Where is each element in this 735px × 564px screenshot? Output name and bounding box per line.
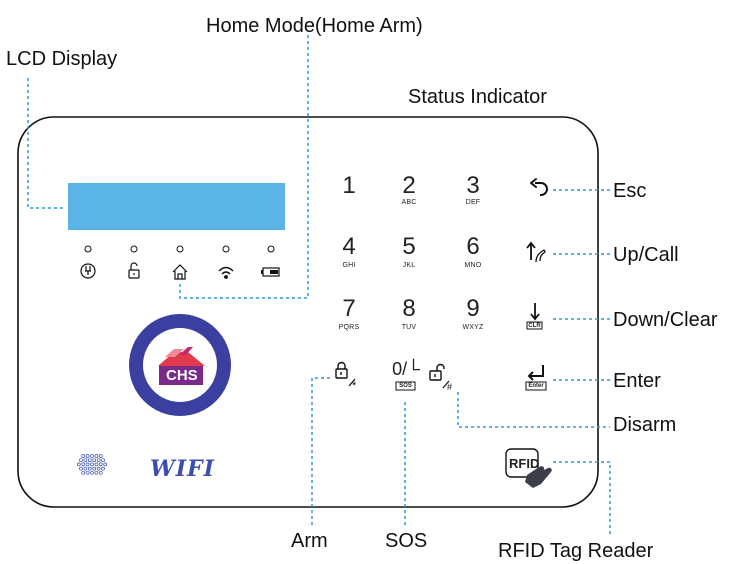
- enter-key-label: Enter: [528, 383, 544, 389]
- key-2-letters: ABC: [401, 199, 417, 206]
- key-8-number: 8: [402, 295, 416, 322]
- rfid-label: RFID: [509, 456, 540, 471]
- grille-hole: [98, 470, 103, 475]
- key-2-number: 2: [402, 172, 416, 199]
- status-leds: [84, 245, 275, 253]
- key-9-number: 9: [466, 295, 480, 322]
- clr-key-box: [526, 321, 543, 330]
- led-arm: [130, 245, 138, 253]
- key-1-number: 1: [342, 172, 356, 199]
- line-home-mode: [179, 35, 309, 299]
- grille-hole: [101, 458, 105, 463]
- line-arm: [311, 377, 330, 527]
- key-0-number: 0/└: [392, 359, 420, 379]
- arm-lock-icon: *: [335, 361, 357, 392]
- grille-hole: [98, 454, 103, 458]
- grille-hole: [94, 454, 99, 458]
- key-6-letters: MNO: [464, 262, 482, 269]
- led-home: [176, 245, 184, 253]
- disarm-lock-icon: #: [429, 363, 452, 392]
- wifi-label: WIFI: [150, 456, 215, 482]
- grille-hole: [85, 462, 90, 467]
- grille-hole: [76, 462, 81, 467]
- grille-hole: [85, 454, 90, 458]
- key-8-letters: TUV: [401, 324, 417, 331]
- svg-text:*: *: [352, 380, 357, 392]
- callout-enter: Enter: [613, 370, 661, 392]
- enter-arrow-icon: [527, 365, 544, 381]
- grille-hole: [87, 466, 92, 471]
- callout-sos: SOS: [385, 530, 428, 552]
- callout-rfid-tag-reader: RFID Tag Reader: [498, 540, 654, 562]
- grille-hole: [101, 466, 105, 471]
- callout-lcd-display: LCD Display: [6, 48, 118, 70]
- callout-down-clear: Down/Clear: [613, 309, 718, 331]
- grille-hole: [103, 462, 108, 467]
- grille-hole: [83, 466, 88, 471]
- home-icon: [172, 264, 188, 280]
- grille-hole: [79, 466, 83, 471]
- sos-key-label: SOS: [399, 383, 412, 389]
- grille-hole: [87, 458, 92, 463]
- key-6-number: 6: [466, 233, 480, 260]
- unlock-icon: [128, 262, 140, 279]
- callout-up-call: Up/Call: [613, 244, 679, 266]
- grille-hole: [92, 458, 97, 463]
- key-3-letters: DEF: [465, 199, 481, 206]
- key-4-letters: GHI: [342, 262, 356, 269]
- key-7-letters: PQRS: [338, 324, 360, 331]
- callout-lines: [27, 35, 611, 537]
- sos-key-box: [395, 381, 416, 391]
- down-arrow-icon: [530, 303, 540, 321]
- grille-hole: [79, 458, 83, 463]
- speaker-grille-icon: [76, 454, 108, 475]
- clr-key-label: CLR: [528, 323, 541, 329]
- key-7-number: 7: [342, 295, 356, 322]
- battery-icon: [261, 267, 280, 277]
- grille-hole: [96, 458, 101, 463]
- callout-disarm: Disarm: [613, 414, 677, 436]
- grille-hole: [85, 470, 90, 475]
- key-5-number: 5: [402, 233, 416, 260]
- led-wifi: [222, 245, 230, 253]
- callout-arm: Arm: [291, 530, 328, 552]
- callout-status-indicator: Status Indicator: [408, 86, 547, 108]
- grille-hole: [92, 466, 97, 471]
- esc-arrow-icon: [530, 178, 548, 196]
- line-rfid: [553, 461, 611, 537]
- grille-hole: [81, 454, 86, 458]
- key-3-number: 3: [466, 172, 480, 199]
- wifi-icon: [218, 266, 234, 279]
- svg-text:#: #: [447, 382, 452, 392]
- grille-hole: [81, 462, 86, 467]
- led-battery: [267, 245, 275, 253]
- power-icon: [80, 263, 96, 279]
- lcd-display: [68, 183, 285, 230]
- led-power: [84, 245, 92, 253]
- grille-hole: [94, 462, 99, 467]
- callout-esc: Esc: [613, 180, 647, 202]
- line-lcd: [27, 78, 65, 209]
- grille-hole: [81, 470, 86, 475]
- grille-hole: [90, 454, 94, 458]
- rfid-hand-icon: [505, 448, 552, 488]
- callout-home-mode: Home Mode(Home Arm): [206, 15, 423, 37]
- grille-hole: [83, 458, 88, 463]
- enter-key-box: [525, 381, 547, 391]
- key-9-letters: WXYZ: [462, 324, 484, 331]
- grille-hole: [94, 470, 99, 475]
- logo-text: CHS: [166, 367, 198, 384]
- up-call-icon: [526, 241, 546, 263]
- key-4-number: 4: [342, 233, 356, 260]
- grille-hole: [90, 470, 94, 475]
- grille-hole: [96, 466, 101, 471]
- grille-hole: [90, 462, 94, 467]
- grille-hole: [98, 462, 103, 467]
- key-5-letters: JKL: [402, 262, 416, 269]
- brand-logo: [129, 314, 231, 416]
